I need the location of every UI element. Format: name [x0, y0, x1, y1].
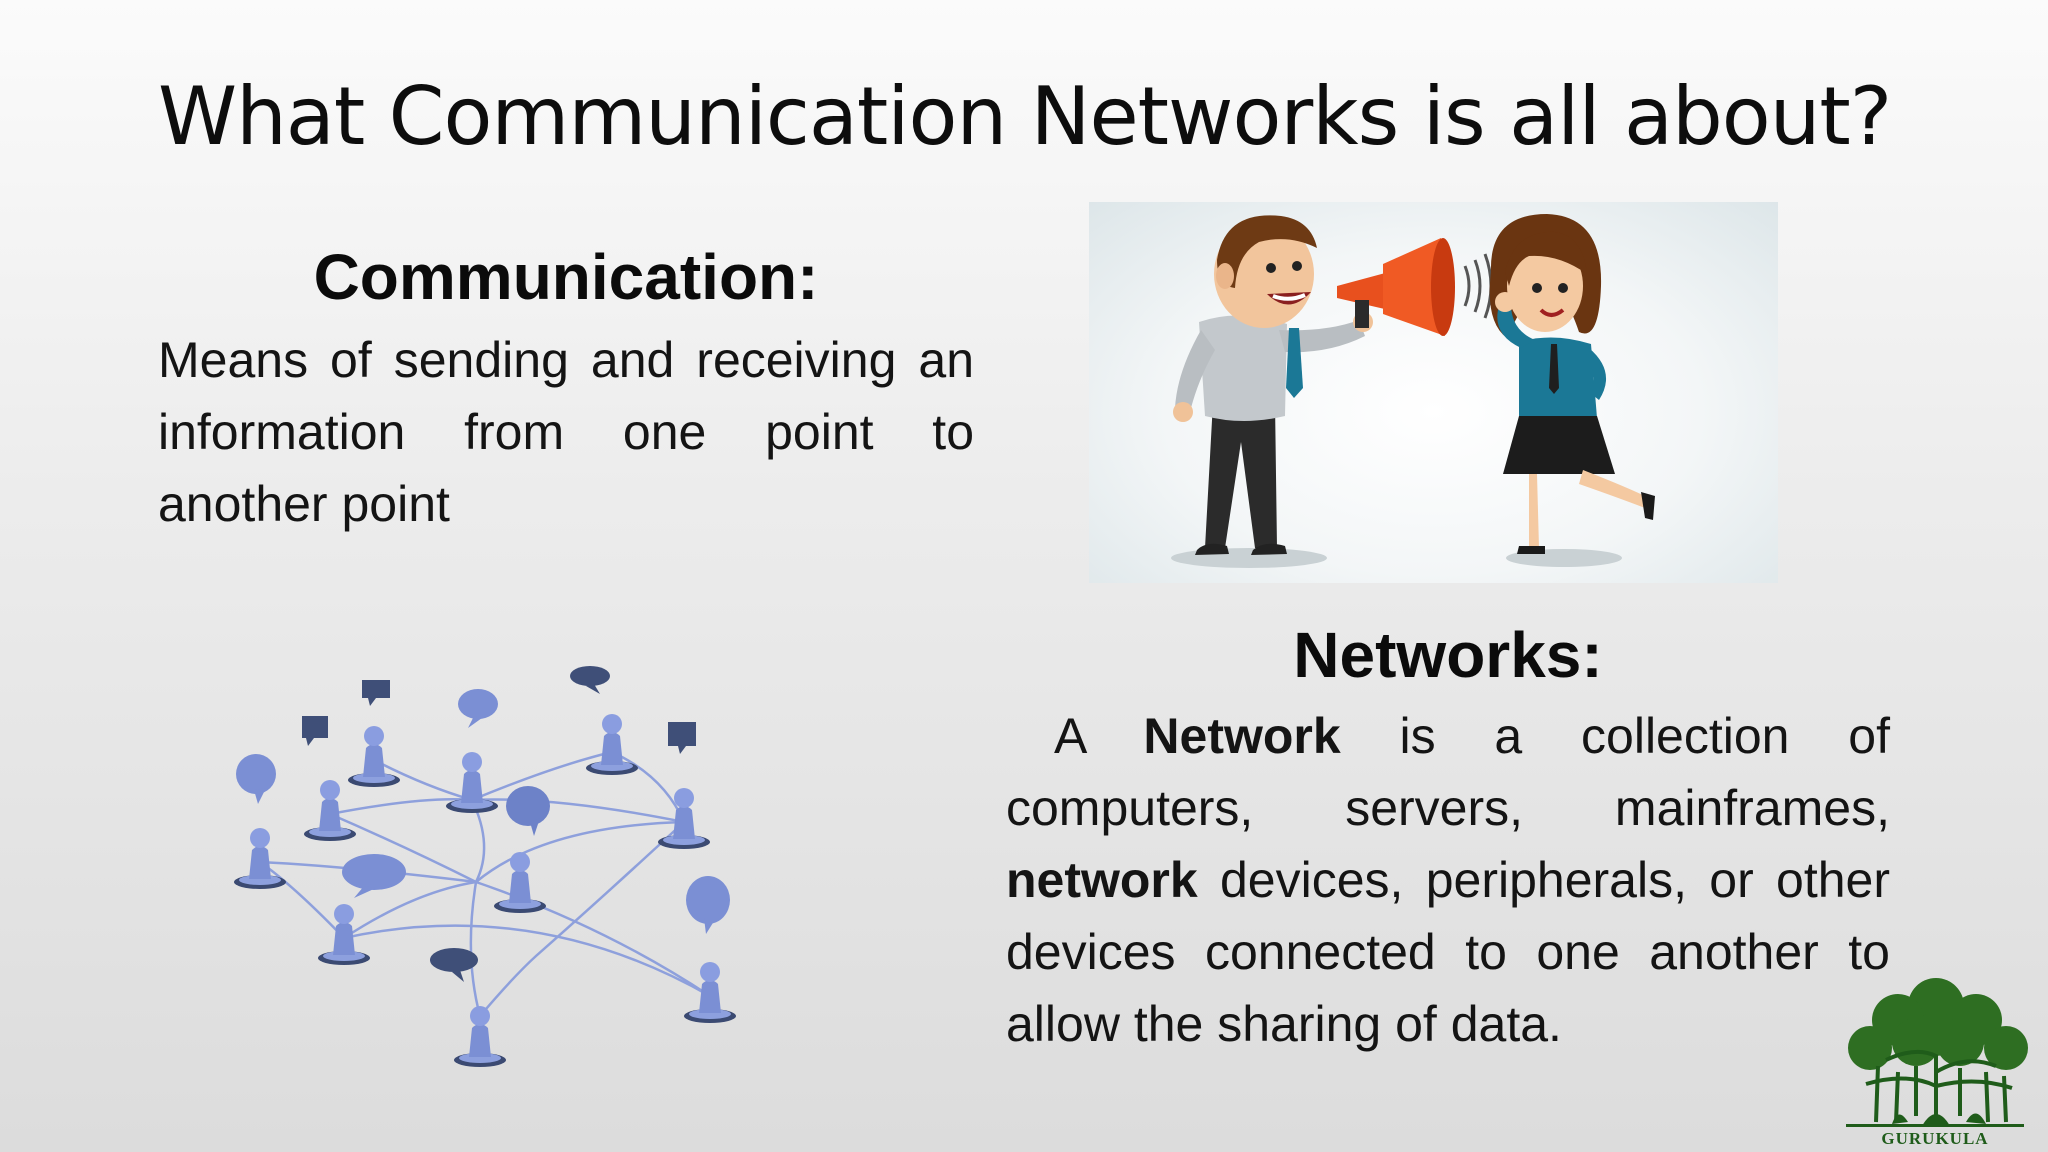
networks-text-2: is a collection of computers, servers, m… — [1006, 708, 1890, 836]
speech-bubbles — [302, 666, 696, 982]
people-network-graphic — [224, 656, 760, 1076]
networks-definition: A Network is a collection of computers, … — [1006, 700, 1890, 1060]
networks-text-1: A — [1054, 708, 1144, 764]
gurukula-logo: GURUKULA — [1836, 976, 2034, 1148]
networks-text-3: devices, peripherals, or other devices c… — [1006, 852, 1890, 1052]
megaphone-illustration — [1089, 202, 1778, 583]
slide-title: What Communication Networks is all about… — [158, 70, 1892, 163]
networks-bold-network-2: network — [1006, 852, 1198, 908]
speech-bubbles-light — [236, 689, 730, 934]
logo-text: GURUKULA — [1881, 1129, 1988, 1148]
networks-heading: Networks: — [1293, 619, 1603, 691]
networks-bold-network: Network — [1143, 708, 1341, 764]
communication-definition: Means of sending and receiving an inform… — [158, 332, 974, 532]
communication-heading: Communication: — [313, 241, 819, 313]
